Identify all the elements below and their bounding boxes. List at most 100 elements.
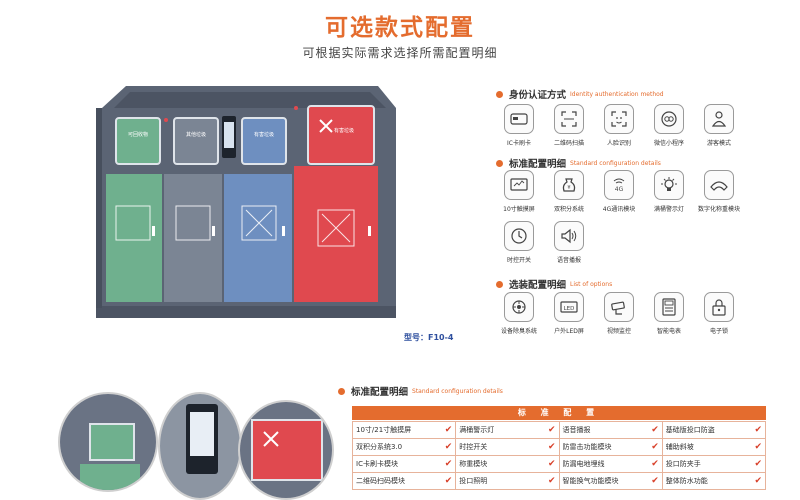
- bottom-section-header: 标准配置明细 Standard configuration details: [338, 384, 503, 398]
- svg-text:有害垃圾: 有害垃圾: [254, 131, 274, 138]
- check-icon: ✔: [754, 476, 762, 486]
- sorting-station-image: 可回收物 其他垃圾 有害垃圾 有害垃圾: [96, 86, 396, 318]
- mini-program-icon: [654, 104, 684, 134]
- config-table-header: 标 准 配 置: [352, 406, 766, 420]
- feature-label: 设备除臭系统: [500, 328, 537, 335]
- table-cell: 辅助斜坡✔: [661, 438, 767, 456]
- feature-label: 4G通讯模块: [602, 206, 636, 213]
- check-icon: ✔: [444, 442, 453, 452]
- cell-text: 二维码扫码模块: [356, 477, 405, 485]
- feature-label: 二维码扫描: [553, 140, 584, 147]
- qr-code-icon: [554, 104, 584, 134]
- detail-circle-screen: [158, 392, 242, 500]
- table-cell: 防漏电地埋线 ✔: [558, 455, 663, 473]
- table-cell: 投口照明✔: [455, 472, 560, 490]
- section-title: 标准配置明细: [351, 387, 409, 398]
- section-bullet: [338, 387, 345, 395]
- led-screen-icon: LED: [554, 292, 584, 322]
- check-icon: ✔: [754, 459, 762, 469]
- guest-mode-icon: [704, 104, 734, 134]
- cell-text: 投口防夹手: [665, 460, 701, 468]
- points-system-icon: ¥: [554, 170, 584, 200]
- feature-4g-module: 4G 4G通讯模块: [592, 170, 646, 213]
- cell-text: 基础版投口防盗: [665, 426, 715, 434]
- table-row: 10寸/21寸触摸屏✔满桶警示灯✔语音播报✔基础版投口防盗✔: [351, 421, 767, 439]
- full-alarm-light-icon: [654, 170, 684, 200]
- table-cell: 时控开关✔: [455, 438, 560, 456]
- timer-switch-icon: [504, 221, 534, 251]
- feature-led-screen: LED 户外LED屏: [542, 292, 596, 335]
- video-monitor-icon: [604, 292, 634, 322]
- page-subtitle: 可根据实际需求选择所需配置明细: [302, 46, 498, 60]
- feature-points-system: ¥ 双积分系统: [542, 170, 596, 213]
- feature-touchscreen: 10寸触摸屏: [492, 170, 546, 213]
- ic-card-icon: [504, 104, 534, 134]
- page-title: 可选款式配置: [325, 15, 475, 41]
- svg-text:有害垃圾: 有害垃圾: [334, 127, 354, 134]
- feature-mini-program: 微信小程序: [642, 104, 696, 147]
- table-cell: 防雷击功能模块✔: [558, 438, 663, 456]
- feature-smart-meter: 智能电表: [642, 292, 696, 335]
- table-row: 双积分系统3.0✔时控开关✔防雷击功能模块✔辅助斜坡✔: [351, 438, 767, 456]
- feature-deodorization: 设备除臭系统: [492, 292, 546, 335]
- detail-circle-left: [58, 392, 158, 492]
- feature-full-alarm-light: 满桶警示灯: [642, 170, 696, 213]
- cell-text: IC卡刷卡模块: [356, 460, 398, 468]
- cell-text: 语音播报: [562, 426, 591, 434]
- cell-text: 防漏电地埋线: [562, 460, 605, 468]
- check-icon: ✔: [547, 442, 556, 452]
- table-row: 二维码扫码模块✔投口照明✔智能换气功能模块✔整体防水功能✔: [351, 472, 767, 490]
- section-subtitle: List of options: [570, 280, 613, 288]
- cell-text: 10寸/21寸触摸屏: [356, 426, 412, 434]
- feature-label: 语音播报: [556, 257, 581, 264]
- section-title: 选装配置明细: [509, 280, 567, 291]
- options-section-header: 选装配置明细 List of options: [496, 277, 612, 291]
- detail-circle-right: [238, 400, 334, 500]
- cell-text: 智能换气功能模块: [562, 477, 619, 485]
- 4g-module-icon: 4G: [604, 170, 634, 200]
- cell-text: 满桶警示灯: [459, 426, 495, 434]
- deodorization-icon: [504, 292, 534, 322]
- model-label: 型号：F10-4: [404, 333, 454, 342]
- svg-text:可回收物: 可回收物: [128, 131, 148, 138]
- face-id-icon: [604, 104, 634, 134]
- section-subtitle: Standard configuration details: [570, 159, 661, 167]
- check-icon: ✔: [651, 442, 659, 452]
- cell-text: 整体防水功能: [665, 477, 708, 485]
- feature-label: 视频监控: [606, 328, 631, 335]
- feature-label: 双积分系统: [553, 206, 584, 213]
- check-icon: ✔: [651, 476, 659, 486]
- cell-text: 投口照明: [459, 477, 488, 485]
- feature-timer-switch: 时控开关: [492, 221, 546, 264]
- table-cell: 基础版投口防盗✔: [661, 421, 767, 439]
- svg-text:¥: ¥: [567, 185, 570, 191]
- section-subtitle: Standard configuration details: [412, 387, 503, 395]
- voice-broadcast-icon: [554, 221, 584, 251]
- svg-text:其他垃圾: 其他垃圾: [186, 131, 206, 138]
- check-icon: ✔: [444, 459, 453, 469]
- table-cell: 称重模块✔: [455, 455, 560, 473]
- section-bullet: [496, 90, 503, 98]
- check-icon: ✔: [444, 476, 453, 486]
- feature-label: 时控开关: [506, 257, 531, 264]
- table-cell: 双积分系统3.0✔: [351, 438, 457, 456]
- feature-label: 满桶警示灯: [653, 206, 684, 213]
- table-cell: 智能换气功能模块 ✔: [558, 472, 663, 490]
- feature-label: 人脸识别: [606, 140, 631, 147]
- check-icon: ✔: [547, 425, 556, 435]
- svg-text:LED: LED: [564, 306, 575, 312]
- table-row: IC卡刷卡模块✔称重模块✔防漏电地埋线✔投口防夹手✔: [351, 455, 767, 473]
- check-icon: ✔: [651, 459, 659, 469]
- feature-qr-code: 二维码扫描: [542, 104, 596, 147]
- feature-electronic-lock: 电子锁: [692, 292, 746, 335]
- table-cell: 二维码扫码模块 ✔: [351, 472, 457, 490]
- digital-weighing-icon: [704, 170, 734, 200]
- section-title: 身份认证方式: [509, 90, 567, 101]
- smart-meter-icon: [654, 292, 684, 322]
- electronic-lock-icon: [704, 292, 734, 322]
- feature-label: 户外LED屏: [554, 328, 584, 335]
- standard-section-header: 标准配置明细 Standard configuration details: [496, 156, 661, 170]
- table-cell: 满桶警示灯 ✔: [455, 421, 560, 439]
- section-subtitle: Identity authentication method: [570, 90, 664, 98]
